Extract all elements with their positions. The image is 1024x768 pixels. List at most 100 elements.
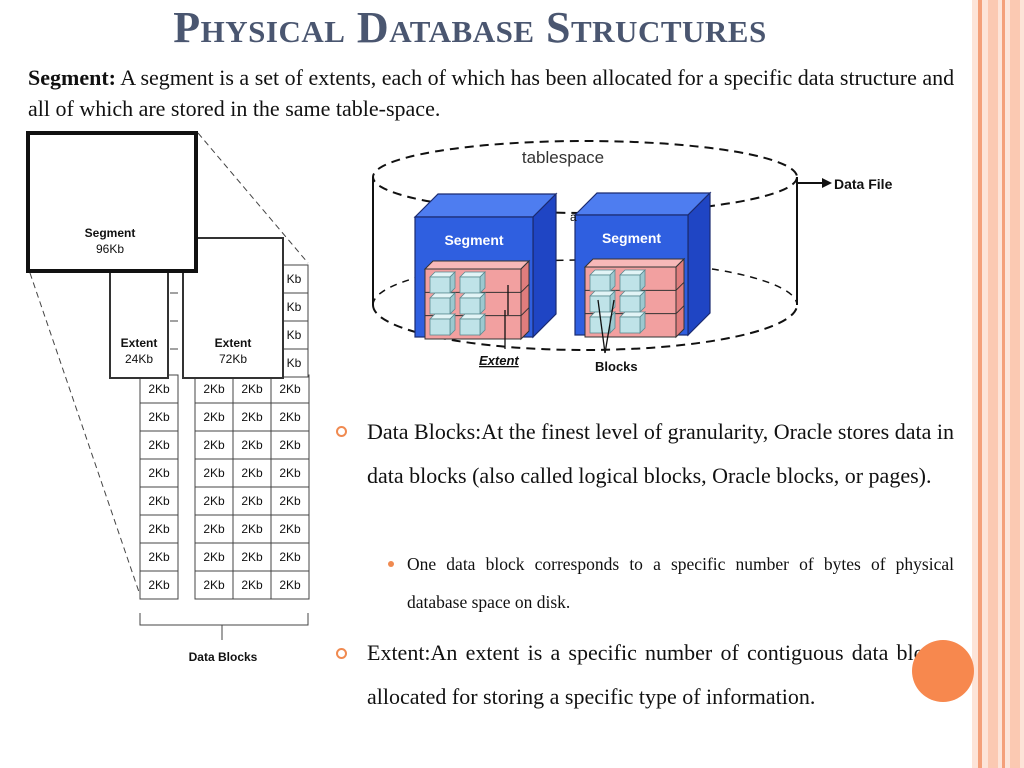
segment-box-size: 96Kb [96, 242, 124, 256]
data-block-label: 2Kb [279, 382, 301, 396]
extent-label: Extent [479, 353, 519, 368]
segment-extent-diagram: 2Kb 2Kb 2Kb 2Kb 2Kb 2Kb 2Kb 2Kb 2Kb 2Kb 2Kb 2Kb 2Kb 2… [26, 131, 310, 664]
data-block-label: 2Kb [203, 382, 225, 396]
data-block-label: 2Kb [148, 438, 170, 452]
data-blocks-label: Data Blocks [189, 650, 258, 664]
extent-24kb-box [109, 264, 169, 379]
data-block-label: 2Kb [148, 522, 170, 536]
data-block-label: 2Kb [203, 578, 225, 592]
cube-side-face [532, 192, 557, 339]
data-block-label: 2Kb [241, 466, 263, 480]
data-block-cell [194, 430, 234, 460]
segment-cube-2: Segment [573, 191, 712, 339]
data-block-label: 2Kb [279, 522, 301, 536]
segment-box [26, 131, 198, 273]
data-block-cell [270, 486, 310, 516]
extent-72kb-size: 72Kb [219, 352, 247, 366]
extent-divider-side [520, 283, 530, 293]
data-block-cell [270, 458, 310, 488]
cube-segment-label: Segment [602, 230, 661, 246]
block-cube-front [429, 276, 451, 294]
slide-title: Physical Database Structures [173, 3, 767, 52]
data-block-cell [139, 374, 179, 404]
extent-24kb-label: Extent [121, 336, 158, 350]
bullet-data-blocks-sub: One data block corresponds to a specific… [407, 554, 954, 612]
block-cube-front [459, 276, 481, 294]
data-block-label: 2Kb [279, 578, 301, 592]
data-block-label: 2Kb [148, 494, 170, 508]
block-cube-front [619, 274, 641, 292]
cube-side-face [687, 191, 711, 337]
cube-top-face [413, 193, 558, 218]
extent-top [583, 258, 686, 268]
data-block-cell [194, 542, 234, 572]
data-block-cell [194, 570, 234, 600]
data-block-label: 2Kb [241, 578, 263, 592]
tablespace-label: tablespace [522, 148, 604, 167]
block-cube-front [619, 316, 641, 334]
extent-side [675, 257, 685, 339]
data-block-label-partial: Kb [287, 328, 302, 342]
data-block-cell [194, 514, 234, 544]
cube-segment-label: Segment [444, 232, 503, 248]
decorative-orange-circle [912, 640, 974, 702]
data-block-cell [270, 542, 310, 572]
data-block-cell [232, 570, 272, 600]
data-block-label: 2Kb [148, 578, 170, 592]
block-cube-front [429, 318, 451, 336]
data-block-label-partial: Kb [287, 272, 302, 286]
data-block-label: 2Kb [241, 494, 263, 508]
data-block-label: 2Kb [203, 550, 225, 564]
stray-label: a [570, 210, 577, 224]
blocks-label: Blocks [595, 359, 638, 374]
blocks-pointer-1 [597, 299, 606, 354]
data-block-label: 2Kb [241, 382, 263, 396]
extent-72kb-label: Extent [215, 336, 252, 350]
blocks-bracket [139, 613, 309, 626]
data-block-label-partial: Kb [287, 300, 302, 314]
extent-24kb-size: 24Kb [125, 352, 153, 366]
data-block-label: 2Kb [148, 466, 170, 480]
block-cube-front [589, 274, 611, 292]
extent-side [520, 259, 530, 341]
block-cube-front [429, 297, 451, 315]
block-cube-front [459, 297, 481, 315]
data-block-label: 2Kb [241, 522, 263, 536]
data-block-label: 2Kb [148, 410, 170, 424]
data-block-label: 2Kb [241, 550, 263, 564]
extent-divider-side [675, 305, 685, 315]
data-block-cell [139, 514, 179, 544]
data-file-label: Data File [834, 176, 893, 192]
block-cube-front [589, 295, 611, 313]
data-block-label: 2Kb [203, 466, 225, 480]
data-block-label-partial: Kb [287, 356, 302, 370]
data-blocks-grid: 2Kb 2Kb 2Kb 2Kb 2Kb 2Kb 2Kb 2Kb 2Kb 2Kb 2Kb 2Kb 2Kb 2… [139, 264, 310, 600]
data-block-cell [194, 486, 234, 516]
data-block-label: 2Kb [203, 522, 225, 536]
data-file-arrowhead [822, 178, 832, 188]
data-block-cell [139, 458, 179, 488]
segment-term: Segment: [28, 65, 116, 90]
bullet-marker-2 [336, 648, 347, 659]
data-block-cell [270, 570, 310, 600]
bullet-marker-sub [388, 561, 394, 567]
bullet-extent: Extent:An extent is a specific number of… [367, 640, 954, 709]
data-block-label: 2Kb [279, 438, 301, 452]
data-block-cell [194, 374, 234, 404]
data-block-cell [232, 430, 272, 460]
data-block-label: 2Kb [279, 466, 301, 480]
blocks-pointer-2 [604, 299, 615, 354]
extent-divider-side [675, 281, 685, 291]
bullet-marker-1 [336, 426, 347, 437]
cube-top-face [573, 192, 712, 216]
data-block-label: 2Kb [148, 382, 170, 396]
data-block-cell [232, 402, 272, 432]
segment-box-label: Segment [85, 226, 136, 240]
data-block-label: 2Kb [241, 438, 263, 452]
data-block-label: 2Kb [203, 438, 225, 452]
data-block-label: 2Kb [241, 410, 263, 424]
decorative-border-stripes [972, 0, 1024, 768]
data-block-cell-partial [282, 264, 309, 294]
data-block-cell [139, 486, 179, 516]
data-block-label: 2Kb [279, 410, 301, 424]
